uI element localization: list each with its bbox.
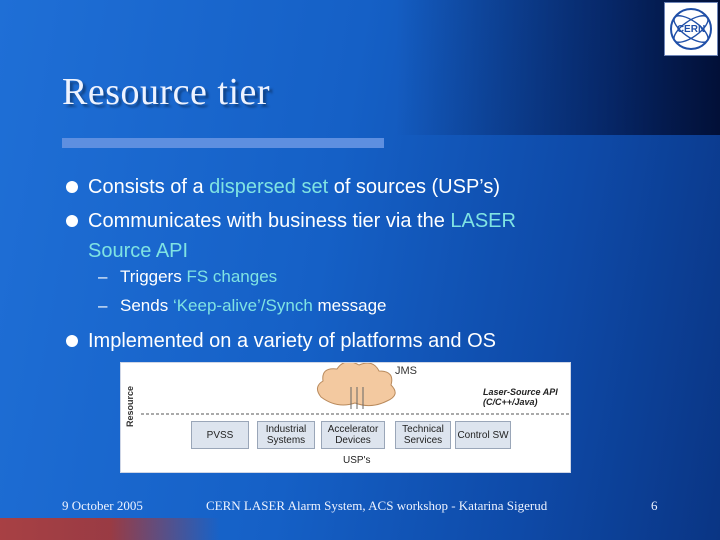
sub-bullet-text: message <box>312 296 387 315</box>
bullet-dot-icon <box>66 335 78 347</box>
title-underline <box>62 138 384 148</box>
bullet-text: of sources (USP’s) <box>328 176 501 198</box>
sub-bullet-dash: – <box>98 296 108 315</box>
sub-bullet-highlight: FS changes <box>186 267 278 286</box>
usps-label: USP's <box>343 455 371 466</box>
api-line <box>141 413 570 415</box>
sub-bullet-dash: – <box>98 267 108 286</box>
bullet-dot-icon <box>66 181 78 193</box>
api-label-line: Laser-Source API <box>483 387 558 397</box>
diagram-box-accelerator: Accelerator Devices <box>321 421 385 449</box>
footer-title: CERN LASER Alarm System, ACS workshop - … <box>206 498 548 513</box>
bullet-dot-icon <box>66 215 78 227</box>
diagram-box-control: Control SW <box>455 421 511 449</box>
api-label-line: (C/C++/Java) <box>483 397 538 407</box>
footer-date: 9 October 2005 <box>62 498 143 513</box>
cern-logo: CERN <box>664 2 718 56</box>
bullet-highlight: LASER <box>450 210 516 232</box>
sub-bullet-text: Triggers <box>120 267 187 286</box>
bullet-highlight: Source API <box>88 240 189 262</box>
architecture-diagram: JMS Laser-Source API (C/C++/Java) Resour… <box>120 362 571 473</box>
jms-cloud-icon <box>317 363 396 409</box>
sub-bullet-highlight: ‘Keep-alive’/Synch <box>172 296 313 315</box>
sub-bullet-text: Sends <box>120 296 173 315</box>
diagram-box-technical: Technical Services <box>395 421 451 449</box>
cern-logo-text: CERN <box>677 24 705 35</box>
resource-side-label: Resource <box>125 385 135 427</box>
bullet-text: Consists of a <box>88 176 210 198</box>
api-label: Laser-Source API (C/C++/Java) <box>483 387 558 407</box>
slide-title: Resource tier <box>62 71 271 113</box>
diagram-box-pvss: PVSS <box>191 421 249 449</box>
slide-number: 6 <box>651 498 658 513</box>
bottom-accent-bar <box>0 518 220 540</box>
title-band <box>0 0 720 135</box>
diagram-box-industrial: Industrial Systems <box>257 421 315 449</box>
jms-label: JMS <box>395 365 417 377</box>
bullet-text: Implemented on a variety of platforms an… <box>88 330 496 352</box>
bullet-highlight: dispersed set <box>209 176 329 198</box>
bullet-text: Communicates with business tier via the <box>88 210 451 232</box>
